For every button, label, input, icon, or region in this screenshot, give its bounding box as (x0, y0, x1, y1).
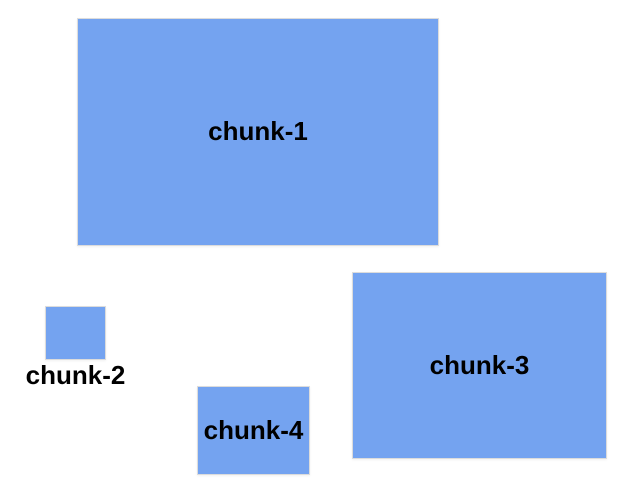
chunk-1-label: chunk-1 (208, 116, 308, 147)
chunk-4-rect: chunk-4 (197, 386, 310, 475)
chunk-4-label: chunk-4 (203, 414, 304, 445)
chunk-3-rect: chunk-3 (352, 272, 607, 459)
chunk-2-label: chunk-2 (25, 360, 126, 390)
chunk-3-label: chunk-3 (429, 349, 530, 380)
chunk-1-rect: chunk-1 (77, 18, 439, 246)
chunk-2-rect: chunk-2 (26, 306, 125, 390)
